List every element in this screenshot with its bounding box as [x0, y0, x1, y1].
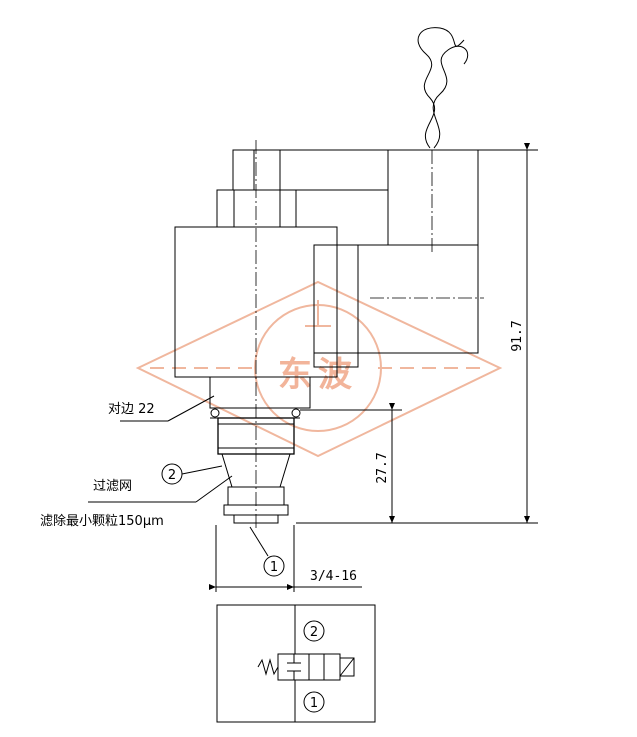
- flat-width-callout: 对边 22: [108, 395, 215, 422]
- filter-spec-label: 滤除最小颗粒150μm: [40, 514, 164, 529]
- watermark-text: 东波: [278, 355, 358, 395]
- hydraulic-symbol: 2 1: [216, 604, 376, 723]
- filter-callout: 2 过滤网 滤除最小颗粒150μm: [40, 463, 233, 529]
- filter-label: 过滤网: [93, 479, 132, 494]
- valve-body: [209, 376, 311, 524]
- dimension-thread: 3/4-16: [209, 525, 362, 592]
- solenoid-coil: [174, 149, 479, 378]
- symbol-port-1-text: 1: [310, 696, 318, 711]
- dimension-overall-height: 91.7: [296, 143, 538, 524]
- watermark: 东波: [135, 280, 503, 458]
- dimension-overall-height-text: 91.7: [510, 320, 525, 351]
- callout-2-text: 2: [168, 468, 176, 483]
- cable: [417, 27, 465, 149]
- dimension-thread-length: 27.7: [300, 403, 402, 523]
- dimension-thread-length-text: 27.7: [375, 452, 390, 483]
- connector-plug: [313, 244, 479, 368]
- port-1-callout: 1: [249, 526, 285, 577]
- symbol-port-2-text: 2: [310, 625, 318, 640]
- cable-outline: [432, 45, 469, 149]
- callout-1-text: 1: [270, 560, 278, 575]
- thread-label: 3/4-16: [310, 569, 357, 584]
- flat-width-label: 对边 22: [108, 402, 155, 417]
